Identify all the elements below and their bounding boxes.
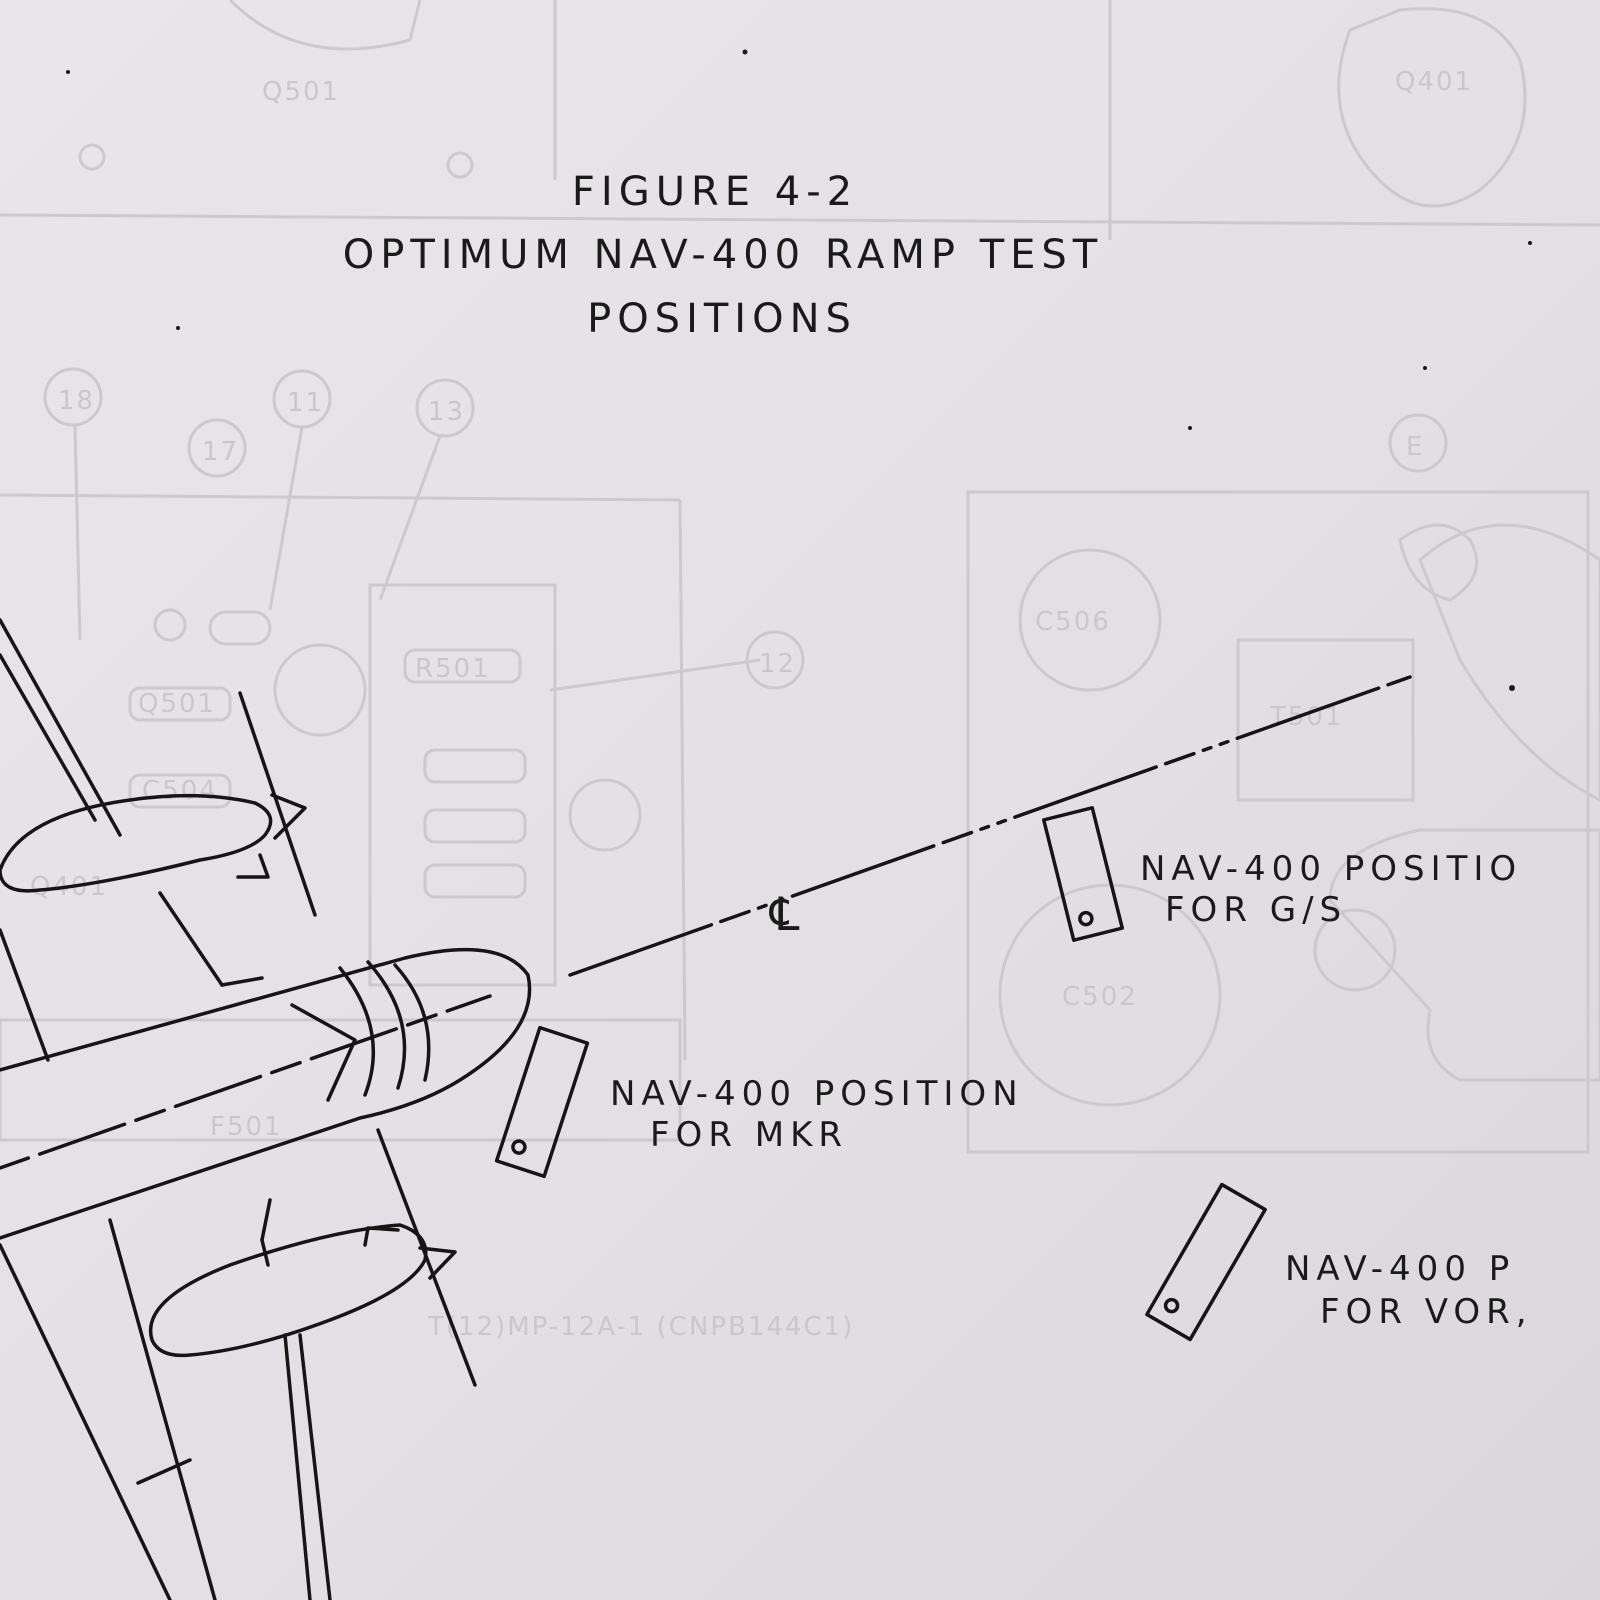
svg-text:T(12)MP-12A-1 (CNPB144C1): T(12)MP-12A-1 (CNPB144C1): [427, 1312, 854, 1342]
svg-text:Q501: Q501: [262, 77, 340, 107]
test-set-box: [1145, 1182, 1267, 1342]
centerline: ℄: [0, 675, 1412, 1170]
svg-text:18: 18: [58, 386, 95, 416]
svg-text:E: E: [1406, 432, 1424, 462]
svg-text:C502: C502: [1062, 982, 1138, 1012]
position-mkr-line1: NAV-400 POSITION: [610, 1074, 1024, 1114]
position-gs-line1: NAV-400 POSITIO: [1140, 849, 1522, 889]
svg-text:17: 17: [202, 437, 239, 467]
svg-text:Q501: Q501: [138, 689, 216, 719]
figure-title-line1: OPTIMUM NAV-400 RAMP TEST: [343, 232, 1104, 278]
svg-text:12: 12: [759, 649, 796, 679]
figure-number: FIGURE 4-2: [572, 169, 858, 215]
svg-text:F501: F501: [210, 1112, 283, 1142]
svg-text:Q401: Q401: [1395, 67, 1473, 97]
svg-text:R501: R501: [415, 654, 491, 684]
test-set-box: [1041, 806, 1125, 942]
svg-text:11: 11: [287, 388, 324, 418]
figure-title-line2: POSITIONS: [587, 296, 857, 342]
centerline-symbol: ℄: [769, 887, 800, 941]
position-gs-line2: FOR G/S: [1165, 890, 1347, 930]
test-set-box: [494, 1025, 590, 1179]
figure-title-block: FIGURE 4-2 OPTIMUM NAV-400 RAMP TEST POS…: [343, 169, 1104, 342]
position-vor-line2: FOR VOR,: [1320, 1292, 1533, 1332]
specks: [66, 49, 1532, 691]
show-through-layer: Q501 Q401 C506 C502 T501 F501 R501 Q501 …: [0, 0, 1600, 1342]
svg-text:T501: T501: [1269, 702, 1344, 732]
svg-text:C504: C504: [142, 776, 218, 806]
nav400-position-vor: NAV-400 P FOR VOR,: [1145, 1182, 1533, 1342]
aircraft: [0, 618, 532, 1600]
nav400-position-gs: NAV-400 POSITIO FOR G/S: [1041, 806, 1522, 942]
position-mkr-line2: FOR MKR: [650, 1115, 848, 1155]
nav400-position-mkr: NAV-400 POSITION FOR MKR: [494, 1025, 1024, 1179]
position-vor-line1: NAV-400 P: [1285, 1249, 1515, 1289]
svg-text:13: 13: [428, 397, 465, 427]
svg-text:C506: C506: [1035, 607, 1111, 637]
